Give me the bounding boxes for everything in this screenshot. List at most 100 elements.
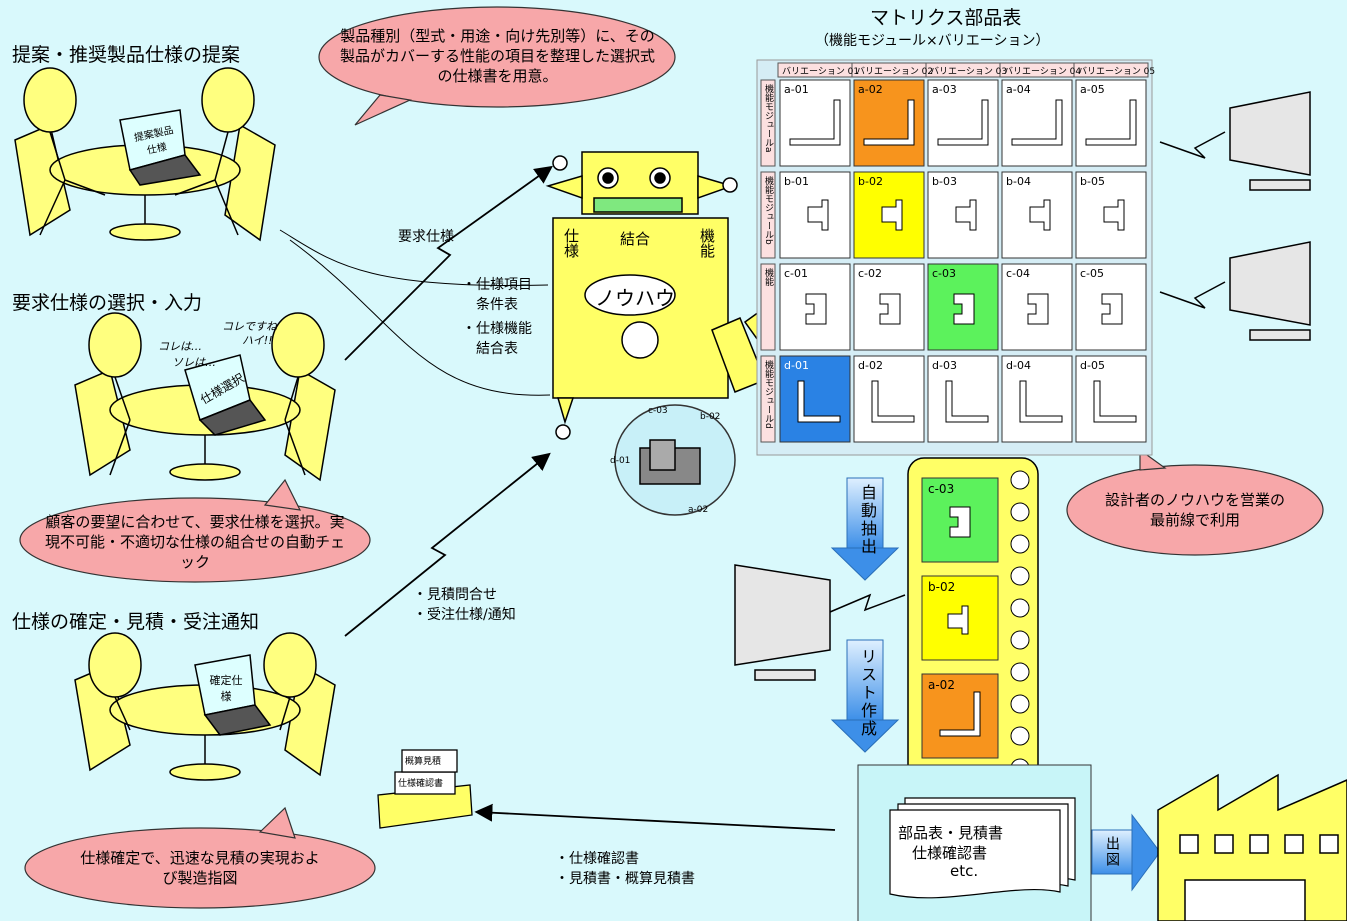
matrix-part-shape xyxy=(879,293,901,325)
label-estimate1: ・見積問合せ xyxy=(413,587,497,603)
bubble-middle xyxy=(19,478,371,583)
matrix-part-shape xyxy=(1011,99,1063,146)
matrix-cell-label: b-02 xyxy=(858,175,883,188)
matrix-subtitle: （機能モジュール×バリエーション） xyxy=(815,33,1050,49)
meeting-scene-3 xyxy=(74,632,336,781)
matrix-row-header xyxy=(760,263,776,351)
label-zuzu: 出図 xyxy=(1104,836,1120,868)
matrix-part-shape xyxy=(805,293,827,325)
matrix-cell-label: a-03 xyxy=(932,83,957,96)
monitor-1 xyxy=(1159,91,1311,191)
matrix-part-shape xyxy=(1093,380,1137,423)
matrix-cell-label: b-03 xyxy=(932,175,957,188)
meeting-scene-2 xyxy=(74,312,336,482)
belt-part-label: c-03 xyxy=(928,482,955,496)
matrix-row-header xyxy=(760,355,776,443)
matrix-cell-label: c-01 xyxy=(784,267,809,280)
robot xyxy=(545,151,738,516)
robot-nouhau: ノウハウ xyxy=(595,286,675,310)
matrix-part-shape xyxy=(863,99,915,146)
docs-line2: 仕様確認書 xyxy=(912,844,988,862)
speech-kore: コレは… xyxy=(158,340,202,353)
arrow-estimate xyxy=(344,452,551,637)
matrix-cell xyxy=(1075,355,1147,443)
assembly-label-4: a-02 xyxy=(688,505,709,515)
matrix-row-label: 機能モジュールb xyxy=(763,176,773,245)
label-list1: ・仕様項目 xyxy=(462,277,532,293)
monitor-3 xyxy=(734,564,906,681)
matrix-col-label: バリエーション 05 xyxy=(1078,67,1156,77)
matrix-col-label: バリエーション 02 xyxy=(856,67,934,77)
matrix-cell-label: c-04 xyxy=(1006,267,1031,280)
matrix-cell xyxy=(1001,355,1073,443)
fax-doc2: 仕様確認書 xyxy=(398,779,444,789)
matrix-cell-label: c-02 xyxy=(858,267,883,280)
robot-shiyou: 仕様 xyxy=(562,228,580,258)
matrix-col-header xyxy=(1073,62,1149,78)
arrow-output xyxy=(474,803,836,831)
belt-roller xyxy=(1010,726,1030,746)
belt-roller xyxy=(1010,534,1030,554)
belt-part-shape xyxy=(939,691,981,737)
laptop-3-screen: 確定仕様 xyxy=(209,674,243,703)
matrix-part-shape xyxy=(871,380,915,423)
matrix-part-shape xyxy=(1029,199,1051,231)
matrix-part-shape xyxy=(1085,99,1137,146)
matrix-cell-label: d-03 xyxy=(932,359,957,372)
bubble-bottom-text: 仕様確定で、迅速な見積の実現および製造指図 xyxy=(80,849,320,887)
belt-part xyxy=(921,673,999,759)
matrix-col-label: バリエーション 04 xyxy=(1004,67,1082,77)
matrix-cell-label: d-04 xyxy=(1006,359,1031,372)
matrix-part-shape xyxy=(955,199,977,231)
matrix-part-shape xyxy=(881,199,903,231)
speech-koredesune: コレですね xyxy=(222,320,277,333)
arrow-request xyxy=(344,165,553,361)
belt-roller xyxy=(1010,630,1030,650)
docs-line1: 部品表・見積書 xyxy=(898,824,1004,842)
matrix-part-shape xyxy=(953,293,975,325)
label-list2b: 結合表 xyxy=(476,341,518,357)
matrix-part-shape xyxy=(1027,293,1049,325)
label-request: 要求仕様 xyxy=(398,229,454,245)
matrix-part-shape xyxy=(789,99,841,146)
label-out2: ・見積書・概算見積書 xyxy=(555,871,695,887)
matrix-part-shape xyxy=(1103,199,1125,231)
label-estimate2: ・受注仕様/通知 xyxy=(413,607,516,623)
belt-roller xyxy=(1010,502,1030,522)
belt-part-shape xyxy=(947,605,969,635)
step-confirm: 仕様の確定・見積・受注通知 xyxy=(12,611,260,633)
belt-parts xyxy=(921,470,1030,778)
docs-line3: etc. xyxy=(950,862,979,880)
assembly-label-3: d-01 xyxy=(610,456,631,466)
blue-arrow-out xyxy=(1091,813,1161,892)
bubble-top-text: 製品種別（型式・用途・向け先別等）に、その製品がカバーする性能の項目を整理した選… xyxy=(340,27,656,85)
belt-part-shape xyxy=(949,506,971,538)
belt-roller xyxy=(1010,470,1030,490)
matrix-cell-label: b-01 xyxy=(784,175,809,188)
factory xyxy=(1157,773,1347,921)
belt-roller xyxy=(1010,694,1030,714)
matrix-cell-label: b-04 xyxy=(1006,175,1031,188)
speech-sore: ソレは… xyxy=(172,356,216,369)
matrix-cell-label: d-01 xyxy=(784,359,809,372)
belt-part-label: a-02 xyxy=(928,678,955,692)
belt-roller xyxy=(1010,662,1030,682)
belt-roller xyxy=(1010,566,1030,586)
matrix-row-label: 機能モジュールd xyxy=(763,360,773,429)
bubble-right-text: 設計者のノウハウを営業の最前線で利用 xyxy=(1104,491,1285,529)
label-auto-extract: 自動抽出 xyxy=(858,484,877,556)
fax-machine xyxy=(377,749,473,829)
matrix-cell xyxy=(853,355,925,443)
matrix-cell-label: a-05 xyxy=(1080,83,1105,96)
matrix-cell-label: c-03 xyxy=(932,267,957,280)
matrix-cell-label: a-02 xyxy=(858,83,883,96)
bubble-bottom xyxy=(24,806,376,909)
assembly-label-2: b-02 xyxy=(700,412,721,422)
meeting-scene-1 xyxy=(14,67,276,242)
matrix-row-label: 機能 xyxy=(763,268,773,286)
matrix-cell-label: a-04 xyxy=(1006,83,1031,96)
matrix-row-label: 機能モジュールa xyxy=(763,84,773,153)
blue-arrow-auto xyxy=(830,477,900,581)
